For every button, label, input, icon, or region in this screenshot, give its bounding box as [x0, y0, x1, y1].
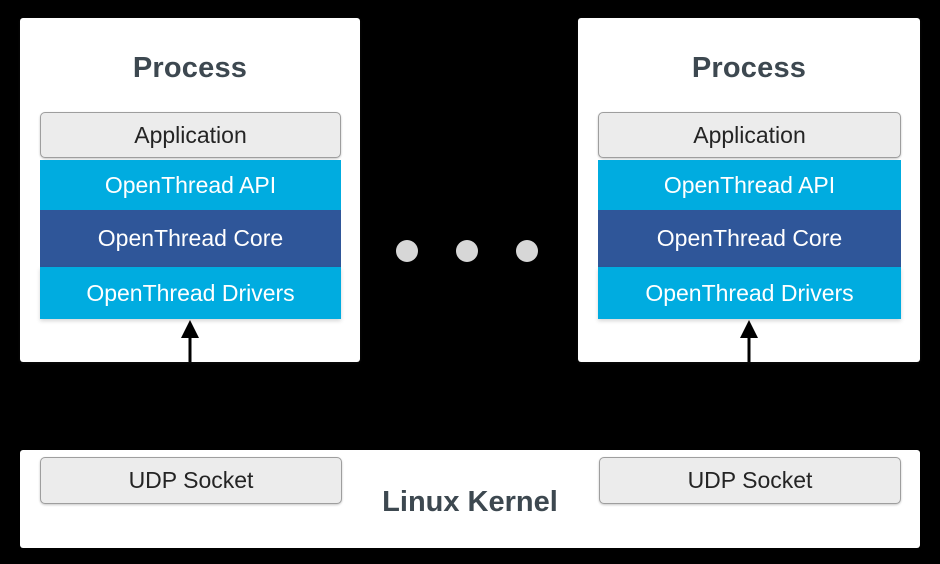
layer-application-right: Application — [598, 112, 901, 158]
ellipsis-dot-icon — [516, 240, 538, 262]
process-title-left: Process — [132, 52, 248, 84]
layer-openthread-core-right: OpenThread Core — [598, 210, 901, 267]
left-socket-to-drivers-arrow-icon — [181, 320, 199, 362]
layer-openthread-api-left: OpenThread API — [40, 160, 341, 210]
layer-application-left: Application — [40, 112, 341, 158]
layer-openthread-drivers-right: OpenThread Drivers — [598, 267, 901, 319]
process-card-left: Process Application OpenThread API OpenT… — [20, 18, 360, 362]
layer-stack-right: Application OpenThread API OpenThread Co… — [598, 112, 901, 319]
ellipsis-dots — [396, 240, 544, 264]
process-card-right: Process Application OpenThread API OpenT… — [578, 18, 920, 362]
ellipsis-dot-icon — [396, 240, 418, 262]
layer-stack-left: Application OpenThread API OpenThread Co… — [40, 112, 341, 319]
udp-socket-box-left: UDP Socket — [40, 457, 342, 504]
layer-openthread-drivers-left: OpenThread Drivers — [40, 267, 341, 319]
layer-openthread-core-left: OpenThread Core — [40, 210, 341, 267]
udp-socket-box-right: UDP Socket — [599, 457, 901, 504]
ellipsis-dot-icon — [456, 240, 478, 262]
layer-openthread-api-right: OpenThread API — [598, 160, 901, 210]
process-title-right: Process — [691, 52, 807, 84]
right-socket-to-drivers-arrow-icon — [740, 320, 758, 362]
linux-kernel-label: Linux Kernel — [382, 486, 558, 518]
linux-kernel-band: UDP Socket Linux Kernel UDP Socket — [20, 450, 920, 548]
